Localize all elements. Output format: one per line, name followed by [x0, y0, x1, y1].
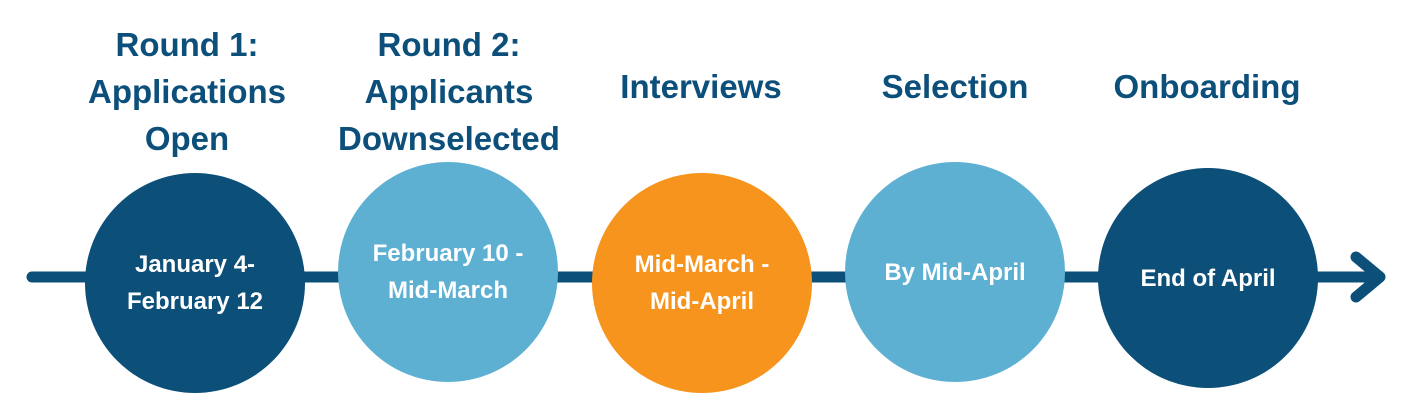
stage-circle: February 10 - Mid-March — [338, 162, 558, 382]
stage-date: February 10 - Mid-March — [372, 240, 524, 304]
stage-date: January 4- February 12 — [126, 251, 264, 315]
stage-date: End of April — [1140, 264, 1276, 292]
stage-title: Onboarding — [1113, 68, 1301, 105]
stage-circle: End of April — [1098, 168, 1318, 388]
arrow-right-icon — [1350, 251, 1386, 303]
stage-circle: Mid-March - Mid-April — [592, 173, 812, 393]
stage-circle: By Mid-April — [845, 162, 1065, 382]
stage-title: Round 1: Applications Open — [87, 26, 287, 157]
stage-date: Mid-March - Mid-April — [634, 251, 770, 315]
stage-title: Interviews — [620, 68, 782, 105]
stage-title: Round 2: Applicants Downselected — [338, 26, 560, 157]
stage-circle: January 4- February 12 — [85, 173, 305, 393]
stage-title: Selection — [881, 68, 1029, 105]
stage-date: By Mid-April — [884, 258, 1026, 286]
